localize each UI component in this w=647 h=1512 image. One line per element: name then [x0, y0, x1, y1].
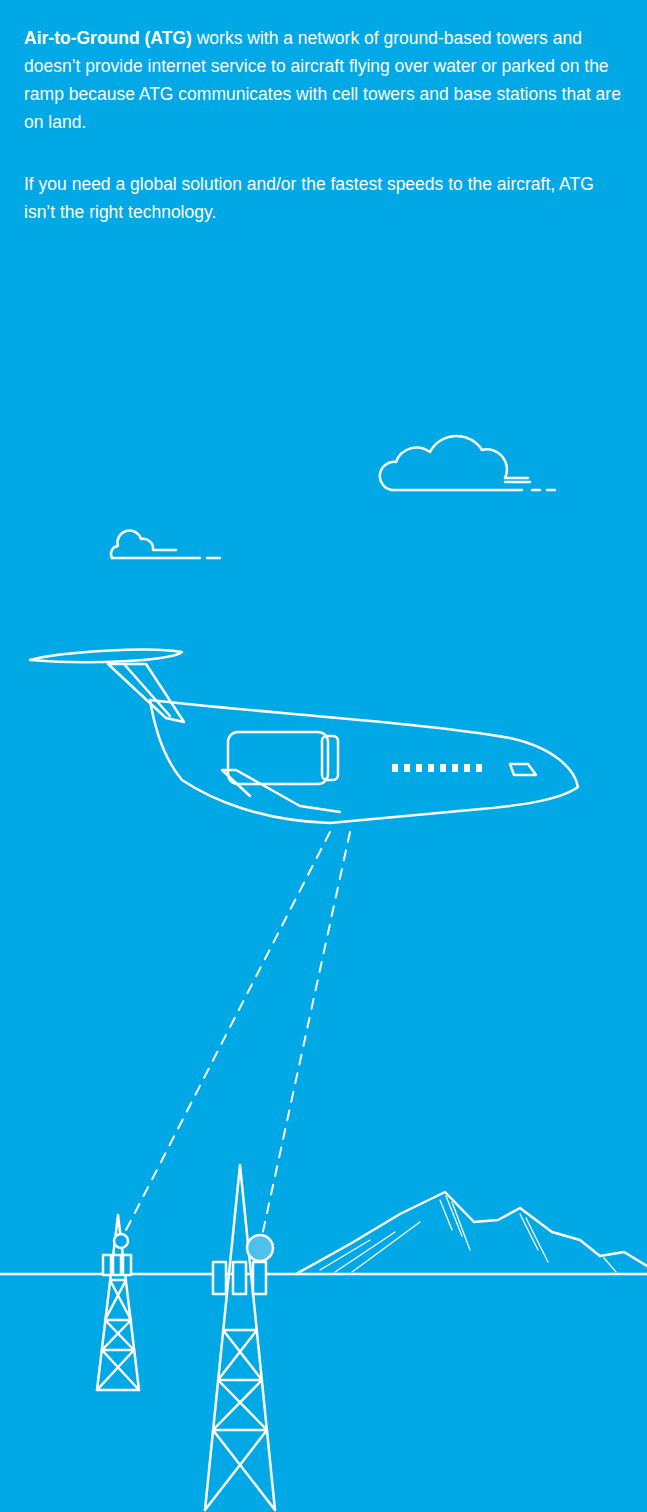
tail-fin: [108, 664, 184, 722]
antenna: [233, 1262, 246, 1294]
paragraph: Air-to-Ground (ATG)works with a network …: [24, 24, 626, 136]
airplane: [30, 650, 578, 823]
tower-legs: [97, 1215, 139, 1390]
note-text: If you need a global solution and/or the…: [24, 174, 594, 222]
wing: [222, 770, 340, 812]
signal-beam: [123, 832, 330, 1236]
window: [404, 764, 410, 772]
mountains: [296, 1192, 647, 1274]
window: [392, 764, 398, 772]
antenna: [123, 1255, 131, 1275]
window: [416, 764, 422, 772]
horizon-line: [0, 1273, 647, 1276]
tower-large: [205, 1165, 275, 1510]
cloud-small: [111, 530, 220, 558]
mountain-hatching: [320, 1196, 616, 1272]
transmitter: [114, 1234, 128, 1248]
cockpit-window: [510, 764, 536, 775]
antenna: [253, 1262, 266, 1294]
antenna: [113, 1255, 121, 1275]
mountain-outline: [296, 1192, 647, 1274]
paragraph: If you need a global solution and/or the…: [24, 170, 626, 226]
engine: [228, 732, 328, 784]
window: [428, 764, 434, 772]
window: [440, 764, 446, 772]
cabin-windows: [392, 764, 482, 772]
text-block: Air-to-Ground (ATG)works with a network …: [24, 24, 626, 260]
term-heading: Air-to-Ground (ATG): [24, 28, 192, 48]
transmitter: [247, 1235, 273, 1261]
tower-bracing: [97, 1280, 139, 1390]
engine-intake: [322, 736, 338, 780]
signal-beam: [262, 832, 350, 1236]
horizontal-stabilizer: [30, 650, 182, 663]
fuselage: [150, 700, 578, 823]
signal-beams: [123, 832, 350, 1236]
cloud-outline: [111, 530, 176, 558]
antenna: [213, 1262, 226, 1294]
tower-bracing: [205, 1330, 275, 1510]
cloud-base: [112, 557, 220, 560]
window: [452, 764, 458, 772]
cloud-large: [380, 436, 555, 490]
antenna: [103, 1255, 111, 1275]
tower-small: [97, 1215, 139, 1390]
window: [476, 764, 482, 772]
tower-legs: [205, 1165, 275, 1510]
cloud-base: [392, 482, 555, 490]
window: [464, 764, 470, 772]
